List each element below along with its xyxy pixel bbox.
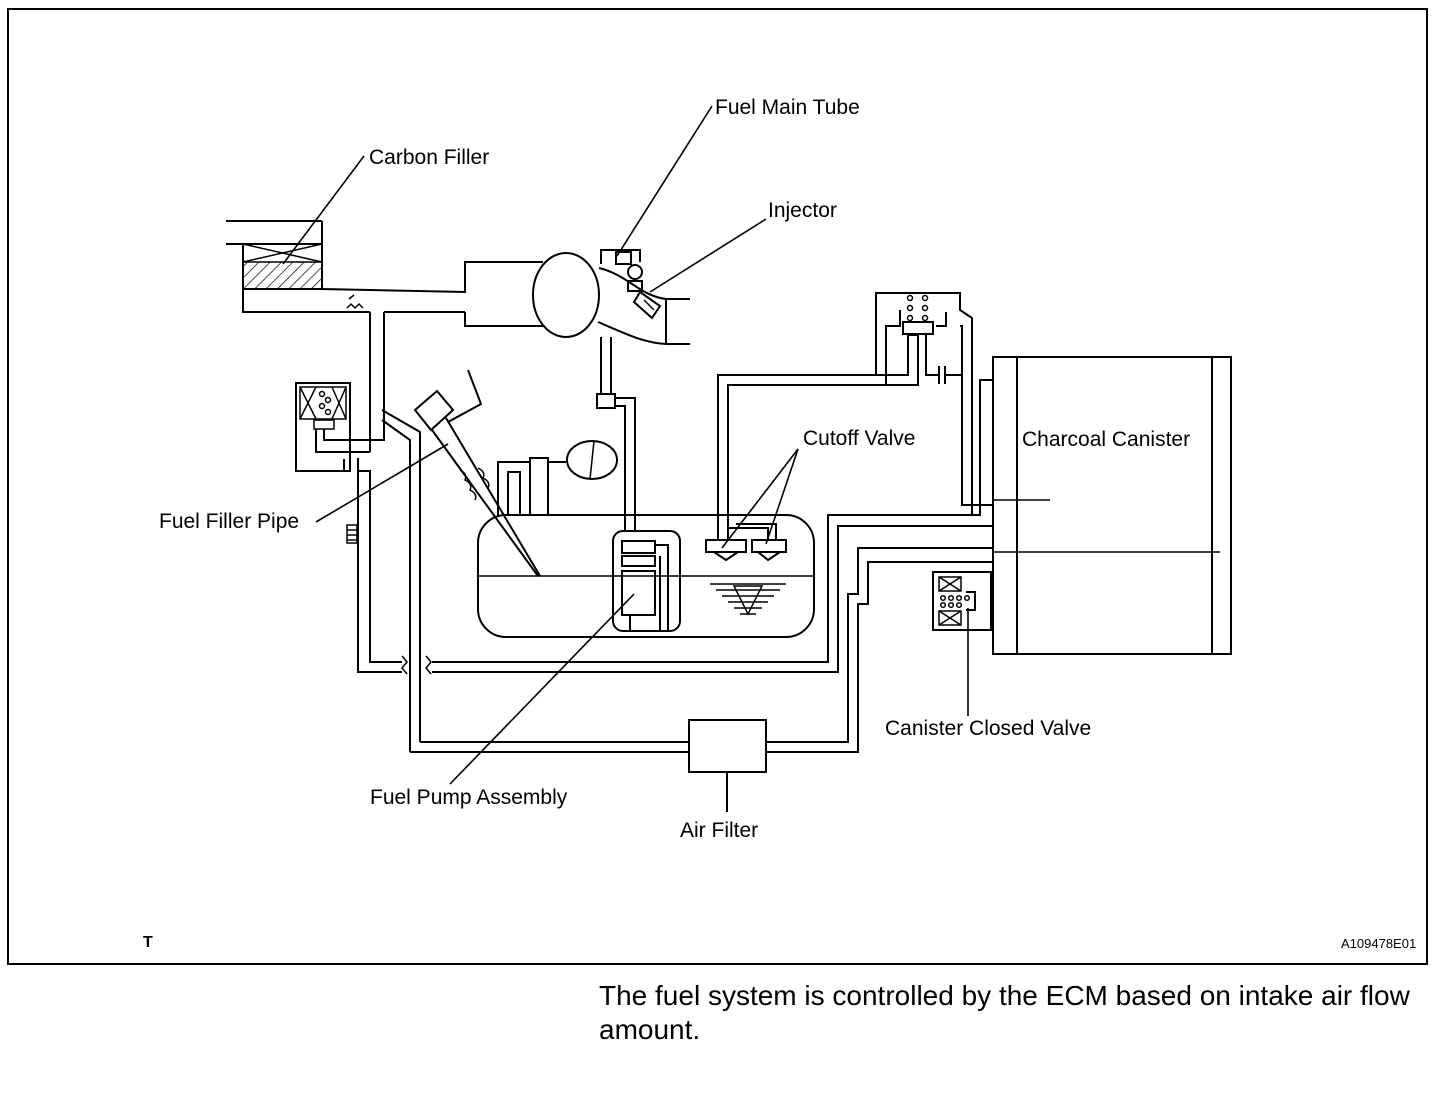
leader-lines (282, 105, 969, 785)
canister-closed-valve (932, 571, 993, 631)
fuel-pump-assembly (612, 530, 681, 632)
figure-id: A109478E01 (1341, 936, 1417, 951)
label-charcoal-canister: Charcoal Canister (1022, 428, 1191, 451)
label-canister-closed-valve: Canister Closed Valve (885, 717, 1092, 740)
vent-line-left (343, 312, 993, 675)
caption-text: The fuel system is controlled by the ECM… (599, 980, 1410, 1045)
air-filter (688, 719, 767, 812)
corner-mark: T (143, 934, 153, 951)
label-fuel-main-tube: Fuel Main Tube (715, 96, 860, 119)
canister-vent-valve-small (295, 382, 359, 544)
pressure-switching-valve (875, 292, 993, 515)
charcoal-canister (992, 356, 1232, 655)
label-air-filter: Air Filter (680, 819, 759, 842)
label-fuel-filler-pipe: Fuel Filler Pipe (159, 510, 300, 533)
throttle-body (532, 252, 690, 345)
label-cutoff-valve: Cutoff Valve (803, 427, 916, 450)
label-fuel-pump-assembly: Fuel Pump Assembly (370, 786, 568, 809)
label-injector: Injector (768, 199, 837, 222)
fuel-tank (477, 440, 815, 638)
figure-frame (7, 8, 1428, 965)
injector (627, 264, 662, 320)
intake-pipe (242, 221, 543, 327)
label-carbon-filler: Carbon Filler (369, 146, 490, 169)
air-line (410, 547, 993, 753)
fuel-filler-pipe (381, 369, 541, 752)
fuel-main-tube (596, 249, 641, 531)
